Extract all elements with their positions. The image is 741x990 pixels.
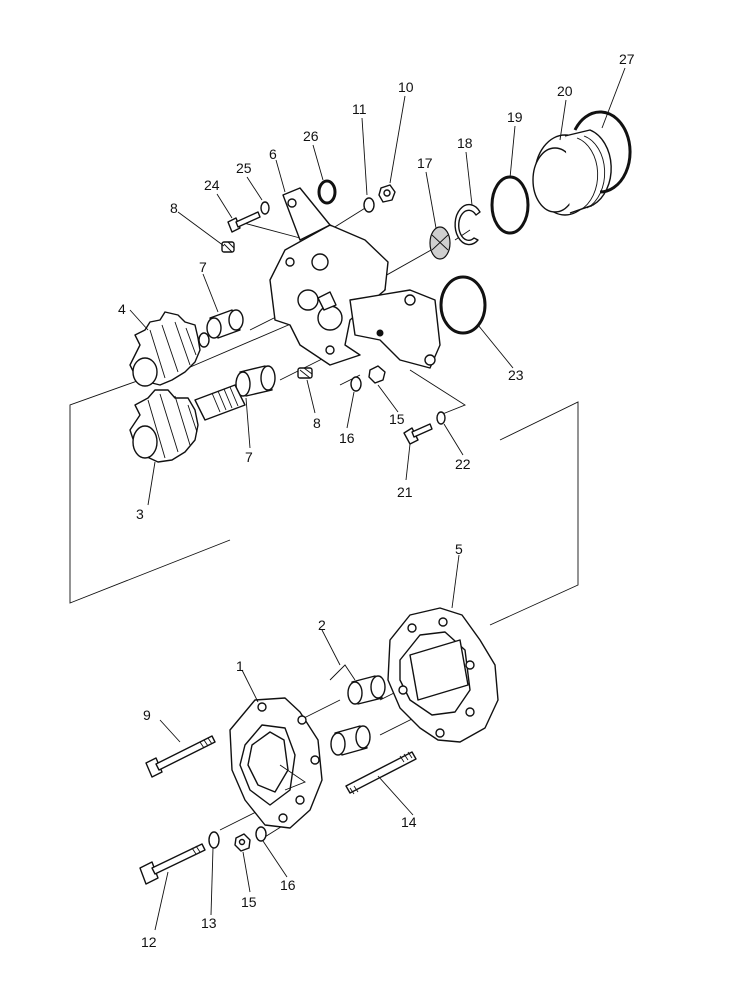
label-22: 22 bbox=[455, 456, 471, 472]
o-ring-26 bbox=[317, 179, 337, 205]
label-24: 24 bbox=[204, 177, 220, 193]
leader-lines bbox=[129, 67, 626, 931]
label-9: 9 bbox=[143, 707, 151, 723]
label-13: 13 bbox=[201, 915, 217, 931]
upper-cover bbox=[269, 187, 441, 369]
label-17: 17 bbox=[417, 155, 433, 171]
bushing-2-lower bbox=[330, 725, 371, 756]
stud-14 bbox=[345, 751, 417, 795]
label-7-upper: 7 bbox=[199, 259, 207, 275]
pump-body-5 bbox=[387, 607, 499, 743]
bolt-24 bbox=[227, 211, 261, 233]
nut-10 bbox=[378, 184, 396, 203]
label-8-upper: 8 bbox=[170, 200, 178, 216]
o-ring-23 bbox=[439, 275, 487, 335]
washer-11 bbox=[363, 197, 375, 213]
bushing-7-lower bbox=[235, 365, 276, 397]
o-ring-19 bbox=[490, 175, 530, 235]
label-3: 3 bbox=[136, 506, 144, 522]
gear-3 bbox=[129, 384, 246, 463]
part-labels: 27 20 19 18 17 10 11 26 6 25 24 8 7 4 23… bbox=[118, 51, 635, 950]
bolt-9 bbox=[145, 735, 216, 778]
seal-17 bbox=[429, 226, 451, 260]
label-19: 19 bbox=[507, 109, 523, 125]
label-14: 14 bbox=[401, 814, 417, 830]
label-23: 23 bbox=[508, 367, 524, 383]
label-8-lower: 8 bbox=[313, 415, 321, 431]
washer-22 bbox=[436, 411, 446, 425]
label-26: 26 bbox=[303, 128, 319, 144]
label-21: 21 bbox=[397, 484, 413, 500]
washer-16-upper bbox=[350, 376, 362, 392]
label-6: 6 bbox=[269, 146, 277, 162]
nut-15-lower bbox=[234, 833, 251, 852]
snap-ring-18 bbox=[454, 203, 481, 246]
nut-15-upper bbox=[368, 365, 386, 384]
label-4: 4 bbox=[118, 301, 126, 317]
plug-8-lower bbox=[297, 367, 313, 379]
label-2: 2 bbox=[318, 617, 326, 633]
label-16-upper: 16 bbox=[339, 430, 355, 446]
washer-13 bbox=[208, 831, 220, 849]
snap-ring-27 bbox=[573, 110, 632, 194]
cover-1 bbox=[229, 697, 323, 829]
washer-25 bbox=[260, 201, 270, 215]
washer-16-lower bbox=[255, 826, 267, 842]
label-1: 1 bbox=[236, 658, 244, 674]
label-25: 25 bbox=[236, 160, 252, 176]
label-10: 10 bbox=[398, 79, 414, 95]
bolt-12 bbox=[139, 843, 206, 885]
label-15-lower: 15 bbox=[241, 894, 257, 910]
plug-8-upper bbox=[221, 241, 235, 253]
gear-4 bbox=[129, 311, 210, 387]
label-16-lower: 16 bbox=[280, 877, 296, 893]
label-27: 27 bbox=[619, 51, 635, 67]
label-7-lower: 7 bbox=[245, 449, 253, 465]
seal-housing-20 bbox=[532, 129, 612, 216]
bushing-2-upper bbox=[347, 675, 386, 705]
bushing-7-upper bbox=[206, 309, 244, 339]
label-5: 5 bbox=[455, 541, 463, 557]
label-12: 12 bbox=[141, 934, 157, 950]
bolt-21 bbox=[403, 423, 433, 445]
label-20: 20 bbox=[557, 83, 573, 99]
label-11: 11 bbox=[352, 101, 367, 117]
label-15-upper: 15 bbox=[389, 411, 405, 427]
label-18: 18 bbox=[457, 135, 473, 151]
